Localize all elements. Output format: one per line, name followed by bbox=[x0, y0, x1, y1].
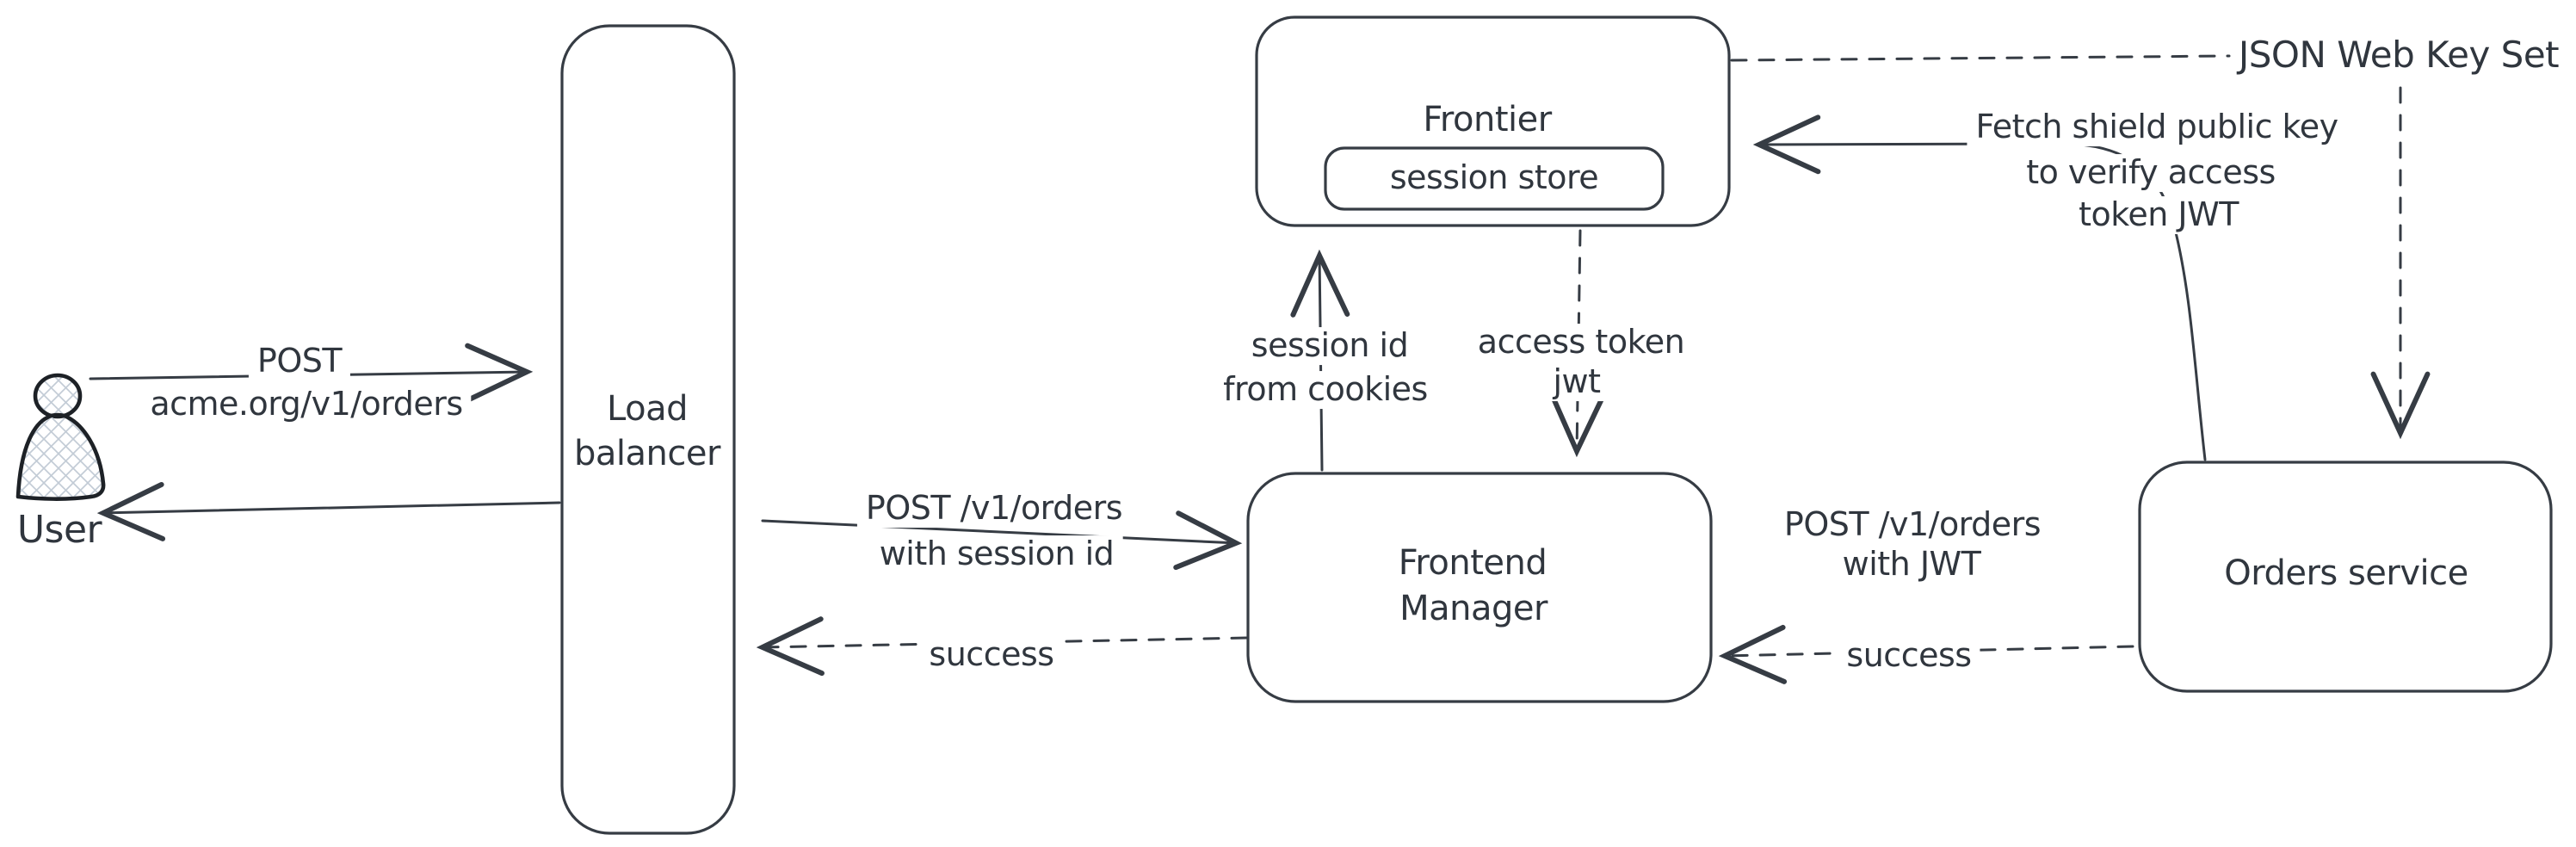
edge-label-post-line1: POST bbox=[248, 343, 351, 380]
frontend-manager-label-line1: Frontend bbox=[1398, 543, 1547, 583]
edge-label-success-right: success bbox=[1838, 637, 1980, 675]
frontend-manager-label-line2: Manager bbox=[1399, 589, 1547, 628]
edge-label-post-line2: acme.org/v1/orders bbox=[141, 386, 472, 424]
edge-label-session-id-line2: from cookies bbox=[1214, 371, 1436, 409]
edge-label-fetch-key-line1: Fetch shield public key bbox=[1967, 108, 2347, 146]
edge-label-access-token-line1: access token bbox=[1468, 324, 1694, 362]
arrow-load-balancer-to-user bbox=[96, 481, 561, 541]
load-balancer-label-line1: Load bbox=[607, 389, 688, 429]
user-icon-head bbox=[33, 373, 83, 419]
edge-label-post-jwt-line1: POST /v1/orders bbox=[1775, 506, 2050, 544]
edge-label-access-token-line2: jwt bbox=[1544, 363, 1609, 401]
edge-label-fetch-key-line3: token JWT bbox=[2070, 196, 2247, 234]
edge-label-post-jwt-line2: with JWT bbox=[1833, 546, 1990, 584]
arrow-load-balancer-to-frontend-manager bbox=[761, 510, 1243, 571]
edge-label-post-session-line2: with session id bbox=[870, 535, 1123, 573]
edge-label-session-id-line1: session id bbox=[1242, 327, 1418, 365]
edge-label-success-left: success bbox=[920, 636, 1063, 674]
user-icon bbox=[15, 373, 106, 501]
user-label: User bbox=[16, 507, 102, 552]
load-balancer-label-line2: balancer bbox=[574, 434, 720, 473]
orders-service-label: Orders service bbox=[2224, 553, 2468, 593]
frontend-manager-box bbox=[1246, 472, 1713, 703]
edge-label-post-session-line1: POST /v1/orders bbox=[856, 490, 1132, 528]
edge-label-fetch-key-line2: to verify access bbox=[2017, 154, 2284, 192]
user-icon-body bbox=[15, 412, 106, 501]
orders-service-box bbox=[2138, 461, 2553, 693]
session-store-label: session store bbox=[1389, 158, 1599, 197]
session-store-box bbox=[1324, 146, 1665, 211]
line-frontier-to-jwks bbox=[1730, 54, 2231, 62]
frontier-label: Frontier bbox=[1423, 100, 1552, 139]
load-balancer-box bbox=[560, 24, 736, 835]
jwks-label: JSON Web Key Set bbox=[2238, 33, 2560, 76]
